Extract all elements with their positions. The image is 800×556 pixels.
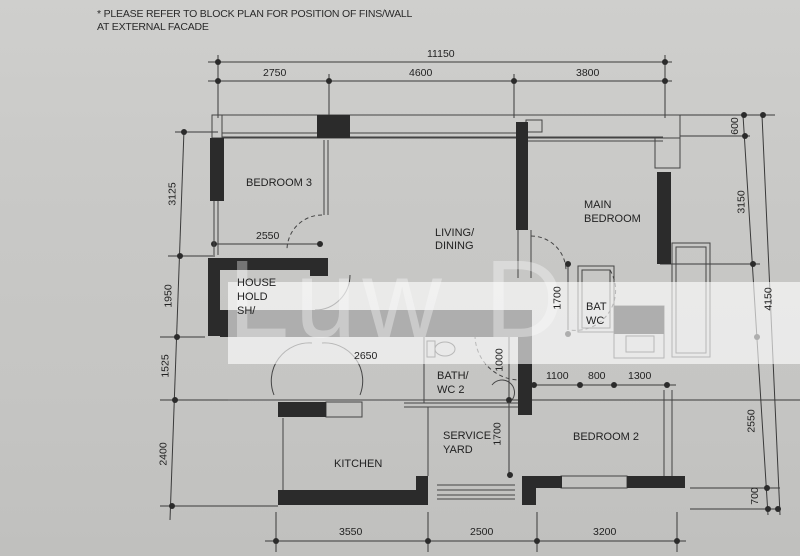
dim-corridor-width: 2650 [354,350,378,362]
watermark-text: Luw D [228,238,570,361]
facade-note-line1: * PLEASE REFER TO BLOCK PLAN FOR POSITIO… [97,8,413,20]
dim-bedroom2-seg1: 1100 [546,370,569,382]
dim-right-4: 700 [748,487,761,505]
room-service-yard-line1: SERVICE [443,430,492,442]
dim-right-3: 2550 [745,409,758,433]
dim-top-2: 4600 [409,67,433,79]
room-main-bedroom-line1: MAIN [584,199,612,211]
room-bedroom-2: BEDROOM 2 [573,431,640,443]
dim-right-1: 600 [728,117,741,135]
room-living-dining-line1: LIVING/ [435,227,475,239]
room-service-yard-line2: YARD [443,444,473,456]
dim-left-1: 3125 [166,182,179,206]
dim-bedroom2-seg3: 1300 [628,370,652,382]
room-household-shelter-line1: HOUSE [237,277,277,289]
dim-bottom-2: 2500 [470,526,494,538]
dim-service-yard-depth: 1700 [491,422,504,446]
room-bath-wc1-line2: WC [586,315,605,327]
dim-top-3: 3800 [576,67,600,79]
room-main-bedroom-line2: BEDROOM [584,213,641,225]
dim-left-2: 1950 [162,284,175,308]
dim-bedroom3-width: 2550 [256,230,280,242]
dim-bedroom2-seg2: 800 [588,370,606,382]
dim-bottom-3: 3200 [593,526,617,538]
room-household-shelter-line2: HOLD [237,291,268,303]
dim-top-1: 2750 [263,67,287,79]
room-living-dining-line2: DINING [435,240,474,252]
dim-bath1-depth: 1700 [551,286,564,310]
room-household-shelter-line3: SH/ [237,305,256,317]
watermark-band [228,282,800,364]
dim-left-3: 1525 [159,354,172,378]
facade-note-line2: AT EXTERNAL FACADE [97,21,209,33]
dim-right-outer: 4150 [762,287,775,311]
room-bath-wc2-line2: WC 2 [437,384,465,396]
dim-right-2: 3150 [735,190,748,214]
facade-note: * PLEASE REFER TO BLOCK PLAN FOR POSITIO… [97,8,412,34]
dim-left-4: 2400 [157,442,170,466]
room-kitchen: KITCHEN [334,458,383,470]
room-bedroom-3: BEDROOM 3 [246,177,313,189]
room-bath-wc1-line1: BAT [586,301,607,313]
dim-top-total: 11150 [427,48,455,60]
room-bath-wc2-line1: BATH/ [437,370,469,382]
dim-bottom-1: 3550 [339,526,363,538]
dim-bath2-depth: 1000 [493,348,506,372]
